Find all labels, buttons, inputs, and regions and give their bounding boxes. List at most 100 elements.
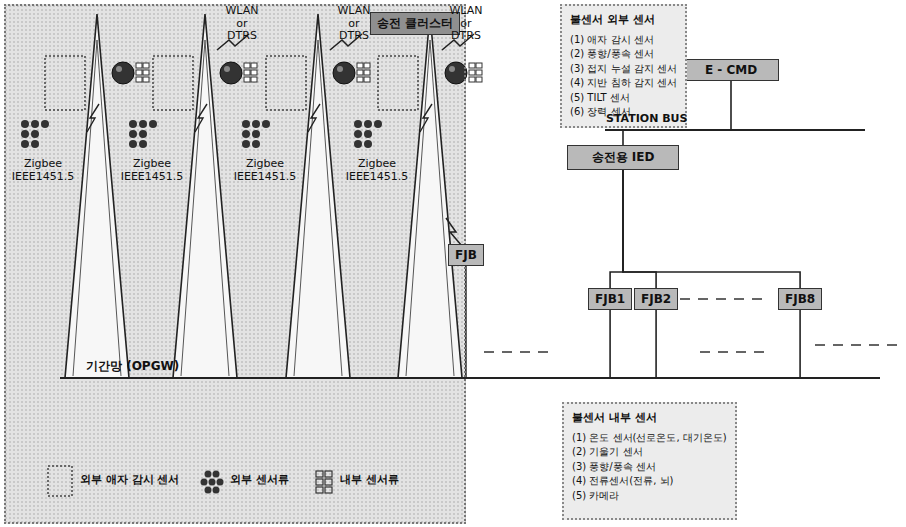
junction-box: FJB1 [588, 288, 632, 310]
internal-sensor [143, 77, 149, 82]
sensor-list-panel: 불센서 외부 센서 (1) 애자 감시 센서(2) 풍향/풍속 센서(3) 접지 … [560, 4, 687, 128]
tower-body [173, 14, 237, 378]
tower [21, 14, 149, 378]
internal-sensor [364, 77, 370, 82]
bullsensor [112, 62, 134, 84]
external-sensor-dot [31, 130, 39, 138]
backbone-drop [609, 310, 611, 378]
internal-sensor [476, 77, 482, 82]
internal-sensor [244, 63, 250, 68]
junction-box: FJB [448, 244, 484, 266]
cluster-region: 송전 클러스터FJB [4, 4, 466, 524]
tower-body [286, 14, 350, 378]
node-text: (2) 풍향/풍속 센서 [570, 47, 677, 62]
sensor-list-panel: 불센서 내부 센서(1) 온도 센서(선로온도, 대기온도)(2) 기울기 센서… [562, 402, 737, 520]
internal-sensor [251, 63, 257, 68]
legend-internal-sample [316, 471, 332, 493]
protocol-label: Zigbee IEEE1451.5 [228, 158, 302, 183]
legend-text: 외부 애자 감시 센서 [80, 474, 180, 487]
network-label: 기간망 (OPGW) [86, 360, 179, 374]
external-sensor-dot [242, 140, 250, 148]
connector [610, 170, 623, 288]
external-sensor-dot [262, 120, 270, 128]
node-text: (5) TILT 센서 [570, 91, 677, 106]
external-sensor-dot [41, 120, 49, 128]
zigbee-link [420, 104, 432, 132]
connector [623, 170, 800, 288]
bullsensor-highlight [449, 66, 455, 72]
internal-sensor [364, 70, 370, 75]
internal-sensor [469, 77, 475, 82]
opgw-line [60, 377, 880, 379]
tower-inner [294, 40, 342, 376]
bullsensor-highlight [224, 66, 230, 72]
insulator-sensor [266, 56, 306, 110]
external-sensor-dot [354, 120, 362, 128]
external-sensor-dot [364, 130, 372, 138]
insulator-sensor [153, 56, 193, 110]
bullsensor [445, 62, 467, 84]
internal-sensor [136, 63, 142, 68]
node-text: (5) 카메라 [572, 489, 727, 504]
node-heading: 불센서 내부 센서 [572, 410, 727, 426]
external-sensor-dot [374, 120, 382, 128]
bullsensor [220, 62, 242, 84]
tower [354, 14, 482, 378]
node-text: FJB2 [641, 292, 671, 306]
external-sensor-dot [21, 140, 29, 148]
protocol-label: Zigbee IEEE1451.5 [6, 158, 80, 183]
external-sensor-dot [21, 120, 29, 128]
tower [129, 14, 257, 378]
external-sensor-dot [242, 120, 250, 128]
internal-sensor [251, 77, 257, 82]
legend-insulator-sample [48, 466, 72, 496]
legend-text: 외부 센서류 [230, 474, 289, 487]
external-sensor-dot [129, 120, 137, 128]
node-heading: 불센서 외부 센서 [570, 12, 677, 28]
node-text: (1) 온도 센서(선로온도, 대기온도) [572, 431, 727, 446]
bullsensor [333, 62, 355, 84]
node-text: (3) 접지 누설 감지 센서 [570, 62, 677, 77]
external-sensor-dot [31, 140, 39, 148]
external-sensor-dot [149, 120, 157, 128]
external-sensor-dot [364, 140, 372, 148]
bus-label: STATION BUS [606, 113, 687, 126]
cmd-box: E - CMD [683, 59, 779, 81]
internal-sensor [244, 77, 250, 82]
node-heading: 송전 클러스터 [370, 12, 460, 35]
external-sensor-dot [129, 130, 137, 138]
ied-box: 송전용 IED [567, 145, 679, 170]
internal-sensor [143, 63, 149, 68]
tower [242, 14, 370, 378]
node-text: FJB1 [595, 292, 625, 306]
insulator-sensor [378, 56, 418, 110]
link-label: WLAN or DTRS [334, 5, 374, 43]
internal-sensor [244, 70, 250, 75]
node-text: (1) 애자 감시 센서 [570, 33, 677, 48]
internal-sensor [469, 70, 475, 75]
internal-sensor [136, 70, 142, 75]
internal-sensor [357, 77, 363, 82]
internal-sensor [476, 63, 482, 68]
external-sensor-dot [252, 130, 260, 138]
internal-sensor [357, 70, 363, 75]
internal-sensor [476, 70, 482, 75]
insulator-sensor [45, 56, 85, 110]
external-sensor-dot [364, 120, 372, 128]
internal-sensor [143, 70, 149, 75]
external-sensor-dot [129, 140, 137, 148]
internal-sensor [469, 63, 475, 68]
zigbee-link [195, 104, 207, 132]
node-text: FJB8 [785, 292, 815, 306]
zigbee-link [87, 104, 99, 132]
tower-inner [181, 40, 229, 376]
bullsensor-highlight [116, 66, 122, 72]
tower-inner [406, 40, 454, 376]
node-text: FJB [455, 248, 477, 262]
external-sensor-dot [139, 120, 147, 128]
link-label: WLAN or DTRS [222, 5, 262, 43]
internal-sensor [136, 77, 142, 82]
external-sensor-dot [354, 130, 362, 138]
protocol-label: Zigbee IEEE1451.5 [115, 158, 189, 183]
external-sensor-dot [242, 130, 250, 138]
